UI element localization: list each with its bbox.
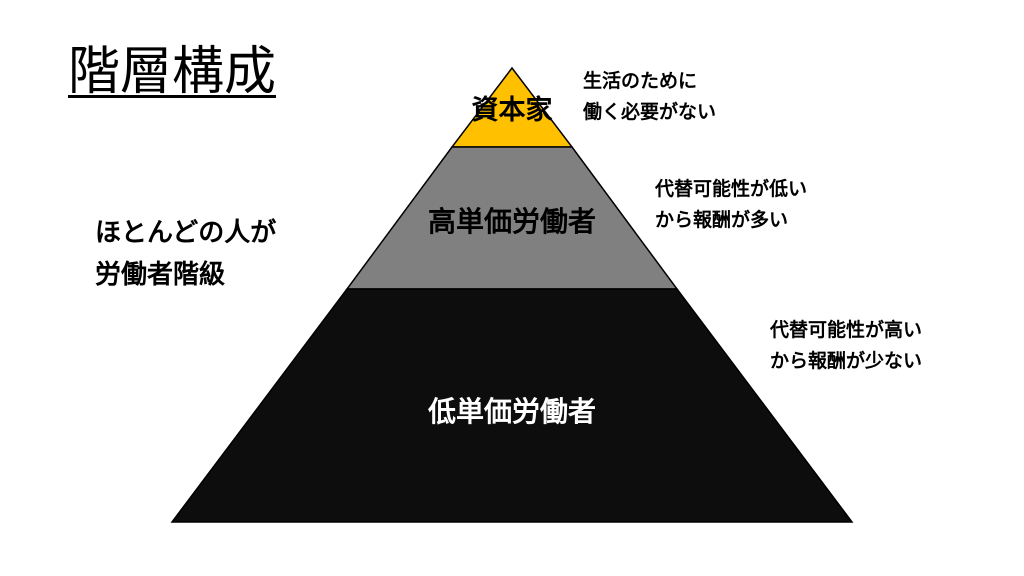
note-line: 働く必要がない (583, 101, 717, 123)
level-label-capitalist: 資本家 (471, 95, 553, 126)
note-line: から報酬が多い (655, 209, 789, 231)
side-note-line: 労働者階級 (95, 260, 226, 290)
pyramid-level-low-wage (170, 288, 854, 523)
side-note-line: ほとんどの人が (95, 218, 277, 248)
level-note-high-wage: 代替可能性が低い から報酬が多い (655, 174, 807, 236)
note-line: 代替可能性が高い (770, 319, 923, 341)
side-note: ほとんどの人が 労働者階級 (95, 212, 276, 296)
level-label-low-wage: 低単価労働者 (427, 395, 597, 428)
level-label-high-wage: 高単価労働者 (427, 205, 597, 238)
level-note-low-wage: 代替可能性が高い から報酬が少ない (770, 315, 922, 377)
note-line: 生活のために (583, 70, 698, 92)
page-title: 階層構成 (68, 42, 277, 102)
note-line: から報酬が少ない (770, 350, 923, 372)
note-line: 代替可能性が低い (655, 178, 808, 200)
level-note-capitalist: 生活のために 働く必要がない (583, 66, 716, 128)
